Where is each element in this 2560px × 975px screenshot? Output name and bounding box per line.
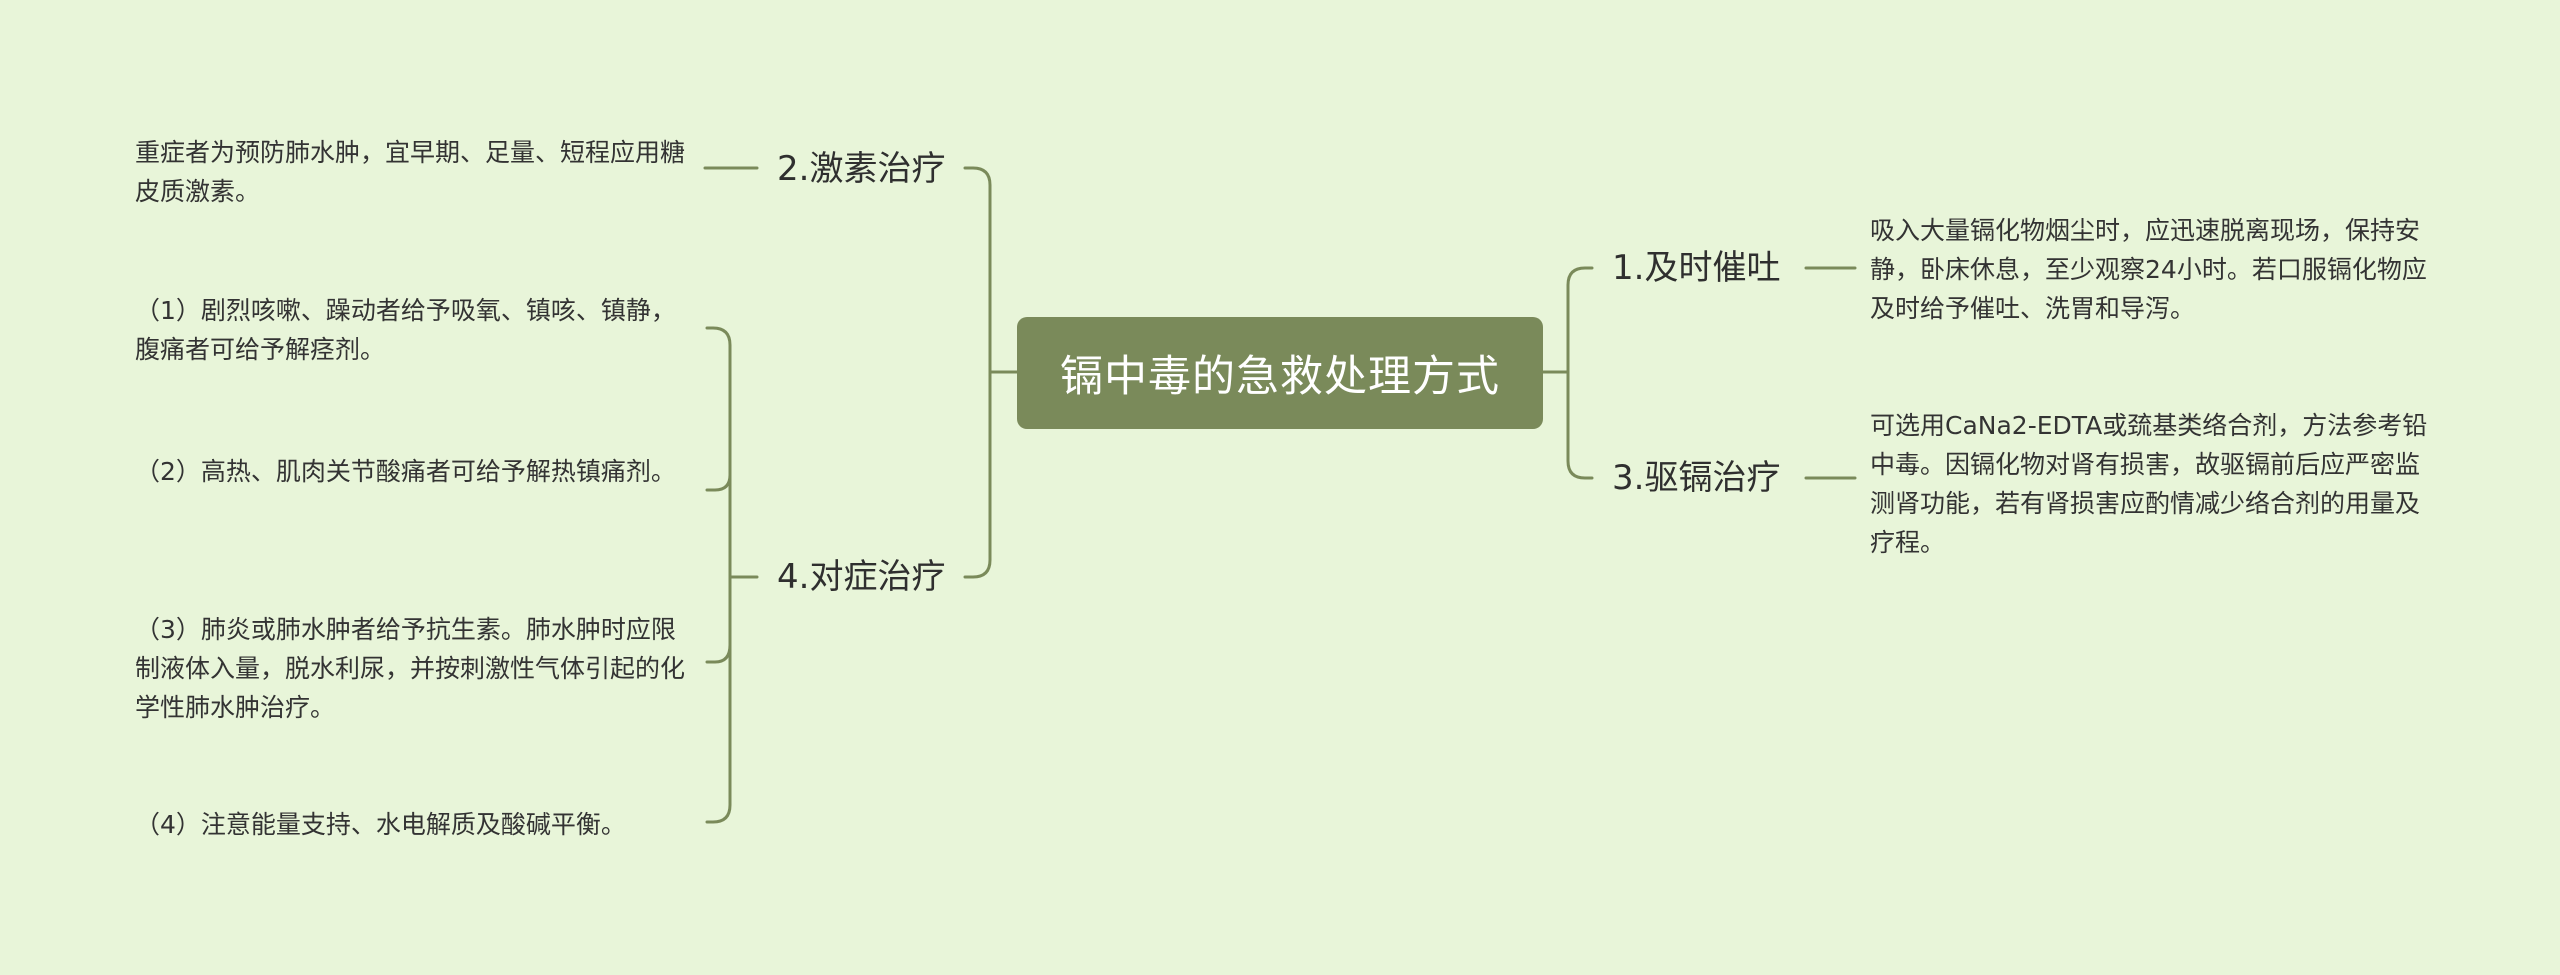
root-label: 镉中毒的急救处理方式 [1060,352,1500,402]
leaf-symptomatic-4: （4）注意能量支持、水电解质及酸碱平衡。 [135,805,735,844]
connector-right-bracket [1566,266,1594,480]
leaf-symptomatic-1: （1）剧烈咳嗽、躁动者给予吸氧、镇咳、镇静，腹痛者可给予解痉剂。 [135,291,700,369]
leaf-induce-vomiting: 吸入大量镉化物烟尘时，应迅速脱离现场，保持安静，卧床休息，至少观察24小时。若口… [1870,211,2435,328]
leaf-cadmium-removal: 可选用CaNa2-EDTA或巯基类络合剂，方法参考铅中毒。因镉化物对肾有损害，故… [1870,406,2435,562]
leaf-text: 吸入大量镉化物烟尘时，应迅速脱离现场，保持安静，卧床休息，至少观察24小时。若口… [1870,216,2427,323]
leaf-text: 重症者为预防肺水肿，宜早期、足量、短程应用糖皮质激素。 [135,138,686,206]
branch-label: 4.对症治疗 [777,557,946,597]
leaf-symptomatic-2: （2）高热、肌肉关节酸痛者可给予解热镇痛剂。 [135,452,700,491]
branch-label: 3.驱镉治疗 [1612,458,1781,498]
leaf-text: （1）剧烈咳嗽、躁动者给予吸氧、镇咳、镇静，腹痛者可给予解痉剂。 [135,296,676,364]
branch-label: 2.激素治疗 [777,149,946,189]
leaf-text: （3）肺炎或肺水肿者给予抗生素。肺水肿时应限制液体入量，脱水利尿，并按刺激性气体… [135,615,686,722]
leaf-symptomatic-3: （3）肺炎或肺水肿者给予抗生素。肺水肿时应限制液体入量，脱水利尿，并按刺激性气体… [135,610,700,727]
leaf-text: （4）注意能量支持、水电解质及酸碱平衡。 [135,810,626,839]
connector-branch4-bracket [705,326,732,824]
branch-label: 1.及时催吐 [1612,248,1781,288]
root-node: 镉中毒的急救处理方式 [1017,317,1543,429]
connector-left-bracket [963,166,992,579]
branch-symptomatic-therapy: 4.对症治疗 [777,555,945,599]
branch-cadmium-removal: 3.驱镉治疗 [1612,456,1780,500]
leaf-text: 可选用CaNa2-EDTA或巯基类络合剂，方法参考铅中毒。因镉化物对肾有损害，故… [1870,411,2428,557]
branch-induce-vomiting: 1.及时催吐 [1612,246,1780,290]
leaf-text: （2）高热、肌肉关节酸痛者可给予解热镇痛剂。 [135,457,676,486]
branch-hormone-therapy: 2.激素治疗 [777,147,945,191]
leaf-hormone-therapy: 重症者为预防肺水肿，宜早期、足量、短程应用糖皮质激素。 [135,133,700,211]
